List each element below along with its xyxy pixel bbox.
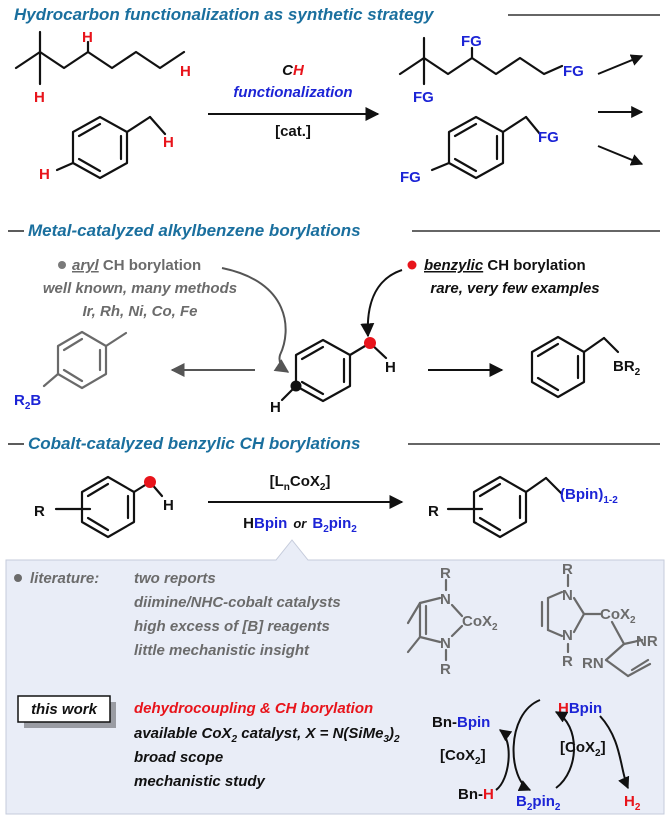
this-work-label: this work bbox=[31, 701, 98, 718]
product-r-label: R bbox=[428, 503, 439, 520]
aryl-line2: well known, many methods bbox=[43, 280, 237, 297]
diimine-cox2-label: CoX2 bbox=[462, 613, 498, 633]
diimine-n-top: N bbox=[440, 591, 451, 608]
arrow-functionalization-label: functionalization bbox=[233, 84, 352, 101]
r2b-toluene-molecule bbox=[42, 330, 128, 390]
cycle-hbpin: HBpin bbox=[558, 700, 602, 717]
aryl-bullet bbox=[58, 261, 66, 269]
alkane-h-left: H bbox=[34, 89, 45, 106]
benzylic-curved-arrow bbox=[360, 269, 403, 338]
benzylic-carbon-dot bbox=[364, 337, 376, 349]
this-work-item-2: available CoX2 catalyst, X = N(SiMe3)2 bbox=[134, 725, 400, 745]
this-work-item-3: broad scope bbox=[134, 749, 223, 766]
this-work-item-1: dehydrocoupling & CH borylation bbox=[134, 700, 373, 717]
fg-label-left: FG bbox=[413, 89, 434, 106]
fg-toluene-methyl-label: FG bbox=[538, 129, 559, 146]
fg-label-right: FG bbox=[563, 63, 584, 80]
nhc-cox2-label: CoX2 bbox=[600, 606, 636, 626]
further-arrow-1 bbox=[597, 54, 644, 75]
fg-toluene-aryl-label: FG bbox=[400, 169, 421, 186]
cycle-cox2-right: [CoX2] bbox=[560, 739, 606, 759]
nhc-n-top: N bbox=[562, 587, 573, 604]
cycle-b2pin2: B2pin2 bbox=[516, 793, 561, 813]
central-toluene-molecule bbox=[280, 338, 388, 403]
literature-item-4: little mechanistic insight bbox=[134, 642, 310, 659]
s3-h-label: H bbox=[163, 497, 174, 514]
cycle-arc-right-branch bbox=[599, 715, 630, 790]
cobalt-catalyst-label: [LnCoX2] bbox=[270, 473, 331, 493]
arrow-cat-label: [cat.] bbox=[275, 123, 311, 140]
alkane-h-top: H bbox=[82, 29, 93, 46]
nhc-cobalt-structure bbox=[540, 573, 652, 678]
literature-label: literature: bbox=[30, 570, 99, 587]
further-arrow-3 bbox=[597, 145, 644, 166]
aryl-curved-arrow bbox=[221, 267, 290, 373]
nhc-r-top: R bbox=[562, 561, 573, 578]
nhc-rn-label: RN bbox=[582, 655, 604, 672]
aryl-borylation-label: aryl CH borylation bbox=[72, 257, 201, 274]
central-h-benzylic: H bbox=[385, 359, 396, 376]
cycle-arc-left bbox=[512, 699, 541, 791]
section1-title: Hydrocarbon functionalization as synthet… bbox=[14, 5, 435, 24]
benzylic-borylation-label: benzylic CH borylation bbox=[424, 257, 586, 274]
fg-label-top: FG bbox=[461, 33, 482, 50]
cycle-arc-left-branch bbox=[495, 729, 513, 791]
this-work-item-4: mechanistic study bbox=[134, 773, 266, 790]
fg-alkane-molecule bbox=[398, 36, 564, 86]
section3-title: Cobalt-catalyzed benzylic CH borylations bbox=[28, 434, 361, 453]
diimine-r-top: R bbox=[440, 565, 451, 582]
cycle-bn-h: Bn-H bbox=[458, 786, 494, 803]
info-box bbox=[5, 539, 665, 815]
literature-item-1: two reports bbox=[134, 570, 216, 587]
this-work-badge bbox=[17, 695, 111, 723]
alkane-h-right: H bbox=[180, 63, 191, 80]
benzylic-bullet bbox=[407, 260, 417, 270]
r2b-label: R2B bbox=[14, 392, 41, 412]
section2-title: Metal-catalyzed alkylbenzene borylations bbox=[28, 221, 361, 240]
product-bpin-label: (Bpin)1-2 bbox=[560, 486, 618, 506]
toluene-molecule bbox=[55, 115, 167, 180]
toluene-h-aryl: H bbox=[39, 166, 50, 183]
cycle-bn-bpin: Bn-Bpin bbox=[432, 714, 490, 731]
diimine-r-bottom: R bbox=[440, 661, 451, 678]
arrow-ch-label: CH bbox=[282, 62, 305, 79]
literature-item-2: diimine/NHC-cobalt catalysts bbox=[134, 594, 341, 611]
nhc-n-bottom: N bbox=[562, 627, 573, 644]
nhc-nr-label: NR bbox=[636, 633, 658, 650]
br2-label: BR2 bbox=[613, 358, 641, 378]
benzylic-line2: rare, very few examples bbox=[430, 280, 599, 297]
central-h-aryl: H bbox=[270, 399, 281, 416]
s3-benzylic-dot bbox=[144, 476, 156, 488]
aryl-line3: Ir, Rh, Ni, Co, Fe bbox=[82, 303, 197, 320]
diimine-n-bottom: N bbox=[440, 635, 451, 652]
s3-r-label: R bbox=[34, 503, 45, 520]
toluene-h-methyl: H bbox=[163, 134, 174, 151]
borylated-product-molecule bbox=[446, 475, 564, 539]
literature-item-3: high excess of [B] reagents bbox=[134, 618, 330, 635]
fg-toluene-molecule bbox=[430, 115, 542, 180]
cycle-arc-right bbox=[554, 711, 575, 789]
cycle-cox2-left: [CoX2] bbox=[440, 747, 486, 767]
benzyl-br2-molecule bbox=[530, 335, 620, 399]
aryl-carbon-dot bbox=[290, 380, 302, 392]
cycle-h2: H2 bbox=[624, 793, 641, 813]
alkane-molecule bbox=[14, 30, 186, 86]
diimine-cobalt-structure bbox=[406, 578, 464, 662]
literature-bullet bbox=[14, 574, 22, 582]
nhc-r-bottom: R bbox=[562, 653, 573, 670]
